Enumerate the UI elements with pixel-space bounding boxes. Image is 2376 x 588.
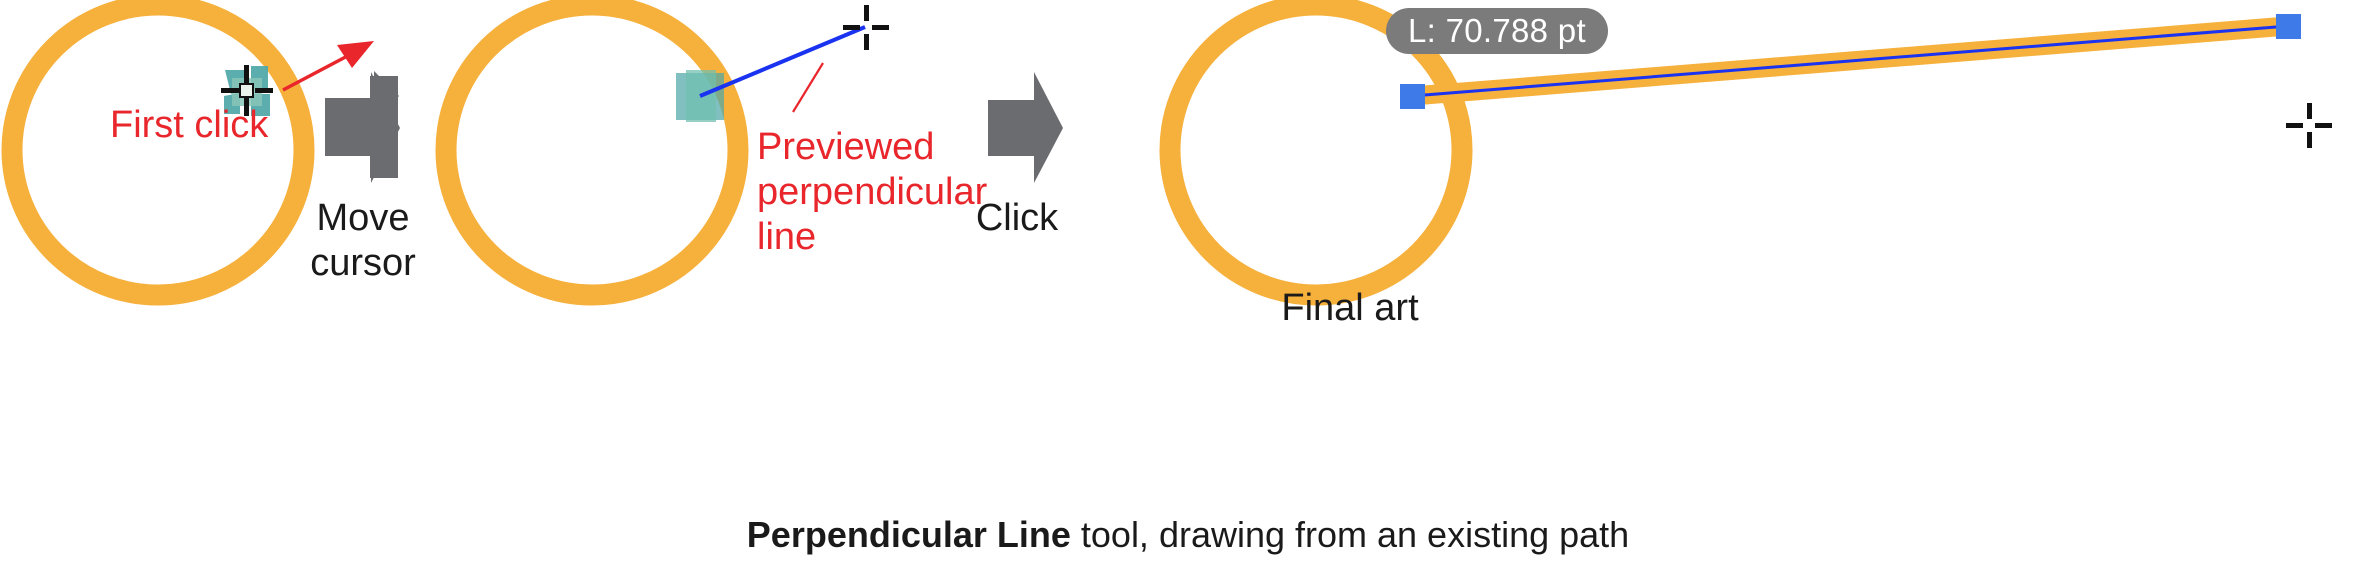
label-final-art: Final art (1281, 287, 1419, 329)
panel-final (1159, 0, 2332, 306)
anchor-point-start[interactable] (1400, 84, 1425, 109)
crosshair-cursor-3 (2286, 103, 2332, 148)
anchor-point-end[interactable] (2276, 14, 2301, 39)
step-arrow-move-cursor (325, 71, 400, 183)
orange-circle-path-3 (1159, 0, 1473, 306)
measurement-tooltip: L: 70.788 pt (1386, 8, 1608, 54)
orange-circle-path-2 (435, 0, 749, 306)
orange-circle-path-1 (1, 0, 315, 306)
label-first-click: First click (110, 104, 269, 146)
selected-path-overlay (1411, 24, 2289, 98)
crosshair-cursor-2 (843, 5, 889, 50)
caption-description: tool, drawing from an existing path (1070, 514, 1630, 555)
caption-tool-name: Perpendicular Line (746, 514, 1071, 555)
step-arrow-click (988, 72, 1063, 183)
measurement-tooltip-text: L: 70.788 pt (1408, 12, 1586, 49)
red-pointer-arrow (282, 41, 374, 92)
label-previewed-perpendicular-line: Previewed perpendicular line (757, 126, 988, 258)
label-click: Click (975, 197, 1059, 239)
panel-first-click (1, 0, 374, 306)
label-move-cursor: Move cursor (310, 197, 416, 284)
panel-preview (435, 0, 889, 306)
preview-perpendicular-line (699, 25, 866, 98)
figure-caption: Perpendicular Line tool, drawing from an… (0, 514, 2376, 556)
annotation-leader-line (792, 62, 824, 113)
crosshair-cursor-1 (221, 65, 273, 116)
